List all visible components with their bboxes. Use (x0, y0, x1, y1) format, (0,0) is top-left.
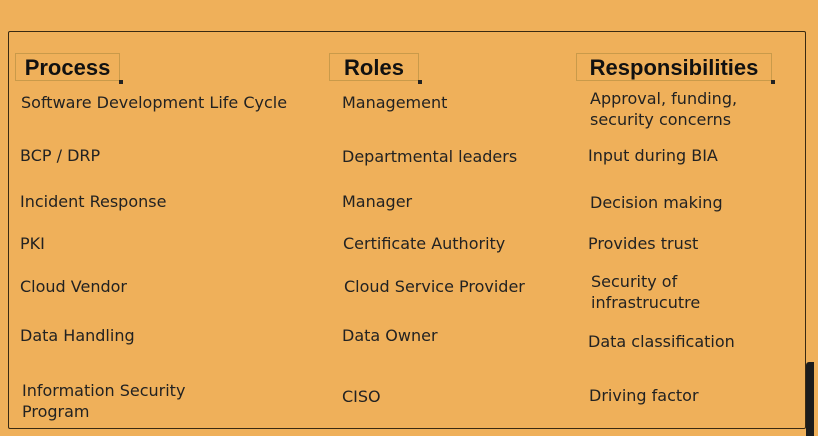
responsibility-line: Approval, funding, (590, 89, 738, 108)
role-cell: Departmental leaders (342, 147, 518, 166)
responsibility-line: infrastrucutre (591, 293, 701, 312)
process-cell: Incident Response (20, 192, 167, 211)
role-cell: Data Owner (342, 326, 438, 345)
role-cell: Cloud Service Provider (344, 277, 525, 296)
responsibility-cell: Approval, funding, security concerns (590, 88, 737, 130)
role-cell: Certificate Authority (343, 234, 506, 253)
responsibility-line: Decision making (590, 193, 723, 212)
responsibility-cell: Security of infrastrucutre (591, 271, 700, 313)
responsibility-line: Input during BIA (588, 146, 718, 165)
process-cell: Software Development Life Cycle (21, 93, 288, 112)
responsibility-cell: Data classification (588, 331, 735, 352)
process-cell: BCP / DRP (20, 146, 101, 165)
responsibility-cell: Input during BIA (588, 145, 718, 166)
responsibility-cell: Provides trust (588, 233, 698, 254)
process-line: Information Security (22, 381, 186, 400)
table-frame (8, 31, 806, 429)
roles-header: Roles (329, 53, 422, 84)
responsibilities-header: Responsibilities (576, 53, 775, 84)
scrollbar[interactable] (806, 362, 814, 436)
process-cell: Cloud Vendor (20, 277, 127, 296)
process-cell: Information Security Program (22, 380, 185, 422)
process-header: Process (15, 53, 123, 84)
responsibility-line: security concerns (590, 110, 732, 129)
role-cell: CISO (342, 387, 381, 406)
roles-header-label: Roles (344, 55, 404, 80)
responsibility-line: Provides trust (588, 234, 699, 253)
responsibility-line: Driving factor (589, 386, 699, 405)
process-header-label: Process (24, 55, 111, 80)
responsibility-line: Data classification (588, 332, 735, 351)
responsibility-line: Security of (591, 272, 678, 291)
process-cell: Data Handling (20, 326, 135, 345)
responsibilities-header-label: Responsibilities (589, 55, 759, 80)
process-cell: PKI (20, 234, 45, 253)
responsibility-cell: Driving factor (589, 385, 699, 406)
role-cell: Manager (342, 192, 413, 211)
role-cell: Management (342, 93, 448, 112)
process-line: Program (22, 402, 90, 421)
responsibility-cell: Decision making (590, 192, 723, 213)
